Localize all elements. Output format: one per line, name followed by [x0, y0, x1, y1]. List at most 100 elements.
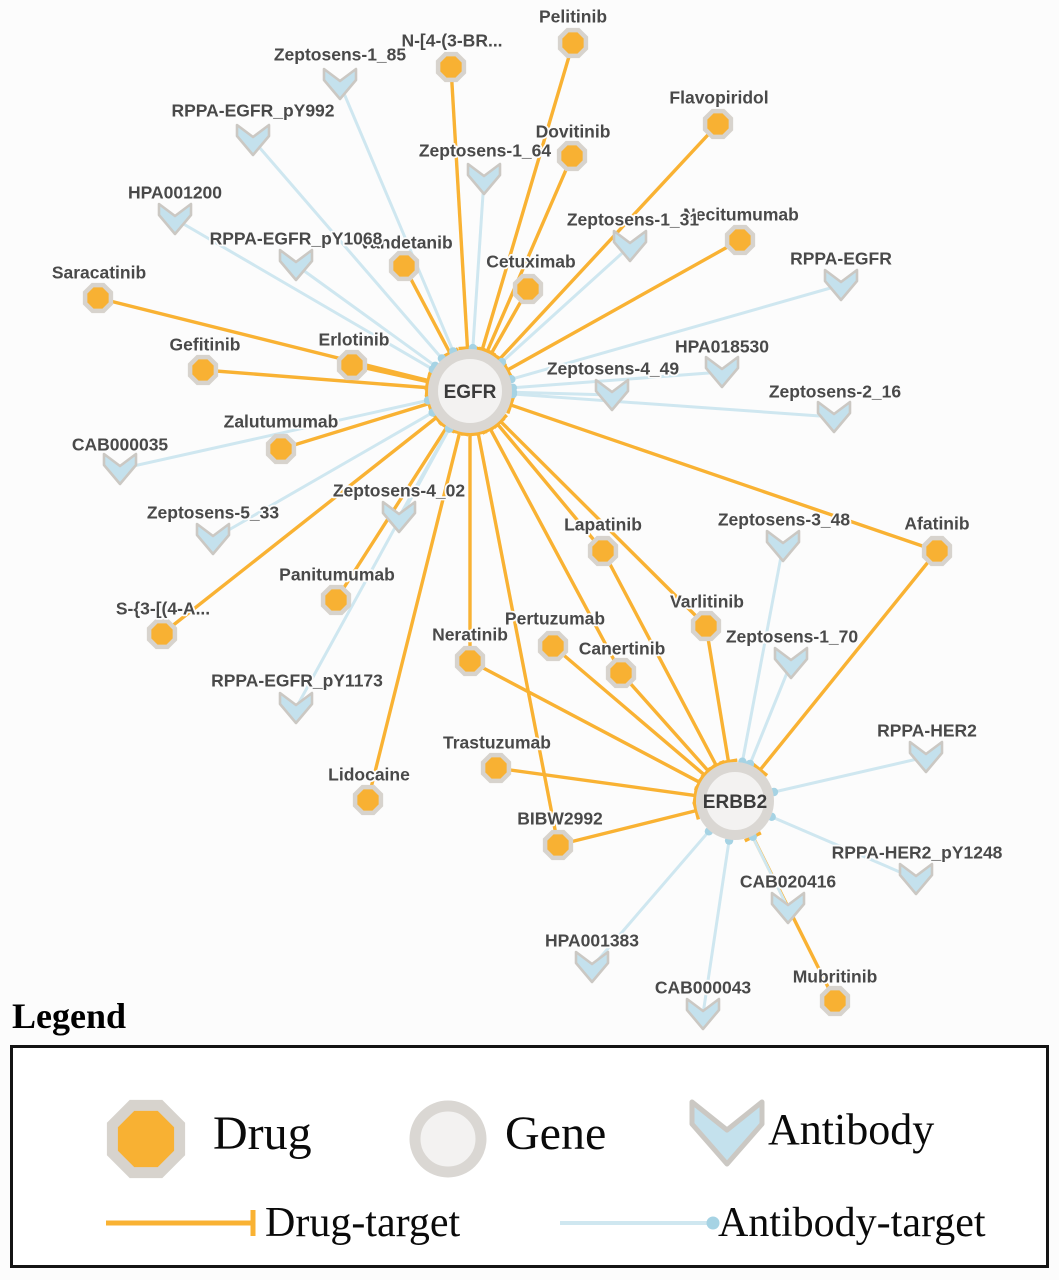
- drug-target-edge: [495, 766, 696, 798]
- antibody-node-Zeptosens-4_02[interactable]: [381, 500, 417, 534]
- antibody-node-Zeptosens-3_48[interactable]: [765, 529, 801, 563]
- drug-node-Cetuximab[interactable]: [512, 273, 544, 305]
- antibody-node-Zeptosens-1_64[interactable]: [466, 162, 502, 196]
- legend-box: Drug Gene Antibody Drug-target Antibody-…: [10, 1045, 1049, 1268]
- antibody-node-RPPA-EGFR[interactable]: [823, 268, 859, 302]
- antibody-label-RPPA-EGFR_pY992: RPPA-EGFR_pY992: [171, 100, 334, 120]
- legend-antibody-target-label: Antibody-target: [718, 1200, 986, 1246]
- antibody-target-edge: [251, 139, 444, 360]
- drug-node-Trastuzumab[interactable]: [480, 752, 512, 784]
- drug-label-Neratinib: Neratinib: [432, 624, 508, 644]
- drug-target-edge: [280, 401, 430, 451]
- drug-node-Canertinib[interactable]: [605, 657, 637, 689]
- antibody-node-RPPA-EGFR_pY1173[interactable]: [278, 691, 314, 725]
- antibody-label-RPPA-EGFR: RPPA-EGFR: [790, 248, 892, 268]
- drug-node-Afatinib[interactable]: [921, 535, 953, 567]
- drug-target-edge: [366, 432, 462, 801]
- drug-node-Gefitinib[interactable]: [187, 354, 219, 386]
- drug-label-Pelitinib: Pelitinib: [539, 6, 607, 26]
- gene-legend-icon: [409, 1100, 487, 1178]
- antibody-node-Zeptosens-1_85[interactable]: [322, 67, 358, 101]
- antibody-target-edge: [512, 392, 835, 419]
- drug-node-Vandetanib[interactable]: [388, 250, 420, 282]
- drug-node-Saracatinib[interactable]: [82, 282, 114, 314]
- drug-label-S-{3-[(4-A...: S-{3-[(4-A...: [116, 598, 210, 618]
- drug-node-Necitumumab[interactable]: [724, 224, 756, 256]
- antibody-node-CAB020416[interactable]: [770, 891, 806, 925]
- edge-layer: [97, 42, 939, 1015]
- drug-target-edge: [160, 416, 438, 636]
- drug-node-Neratinib[interactable]: [454, 645, 486, 677]
- drug-target-edge: [510, 403, 938, 553]
- drug-label-Saracatinib: Saracatinib: [52, 262, 146, 282]
- drug-label-Mubritinib: Mubritinib: [793, 966, 878, 986]
- drug-target-edge: [202, 368, 428, 390]
- gene-label-EGFR: EGFR: [444, 382, 497, 403]
- antibody-target-edge: [294, 427, 451, 709]
- drug-label-Panitumumab: Panitumumab: [279, 564, 395, 584]
- antibody-label-CAB000043: CAB000043: [655, 977, 752, 997]
- antibody-node-Zeptosens-2_16[interactable]: [816, 400, 852, 434]
- drug-label-Zalutumumab: Zalutumumab: [224, 411, 339, 431]
- drug-node-Lidocaine[interactable]: [352, 784, 384, 816]
- drug-label-Cetuximab: Cetuximab: [486, 251, 575, 271]
- drug-node-N-[4-(3-BR...[interactable]: [435, 51, 467, 83]
- drug-node-Erlotinib[interactable]: [336, 349, 368, 381]
- antibody-label-Zeptosens-3_48: Zeptosens-3_48: [718, 509, 851, 529]
- drug-target-edge: [485, 155, 574, 353]
- antibody-node-RPPA-HER2[interactable]: [908, 740, 944, 774]
- antibody-node-HPA001383[interactable]: [574, 950, 610, 984]
- antibody-target-edge: [590, 830, 711, 968]
- drug-target-edge-tee: [450, 428, 469, 437]
- drug-label-Dovitinib: Dovitinib: [536, 121, 611, 141]
- antibody-node-CAB000035[interactable]: [102, 452, 138, 486]
- drug-node-Varlitinib[interactable]: [690, 610, 722, 642]
- drug-label-Vandetanib: Vandetanib: [359, 232, 452, 252]
- legend-drug-label: Drug: [213, 1107, 312, 1160]
- antibody-node-Zeptosens-1_70[interactable]: [773, 646, 809, 680]
- antibody-target-edge: [512, 390, 613, 397]
- drug-target-edge: [551, 644, 706, 777]
- antibody-target-edge: [471, 178, 486, 349]
- drug-target-edge: [499, 420, 708, 628]
- drug-node-Dovitinib[interactable]: [556, 140, 588, 172]
- antibody-label-Zeptosens-1_85: Zeptosens-1_85: [274, 44, 407, 64]
- antibody-node-RPPA-EGFR_pY992[interactable]: [235, 123, 271, 157]
- drug-node-Mubritinib[interactable]: [819, 985, 851, 1017]
- antibody-node-RPPA-HER2_pY1248[interactable]: [898, 862, 934, 896]
- antibody-node-Zeptosens-4_49[interactable]: [594, 378, 630, 412]
- drug-node-Pelitinib[interactable]: [557, 27, 589, 59]
- antibody-label-Zeptosens-1_70: Zeptosens-1_70: [726, 626, 859, 646]
- antibody-node-HPA018530[interactable]: [704, 355, 740, 389]
- gene-node-ERBB2[interactable]: [696, 762, 774, 840]
- drug-node-S-{3-[(4-A...[interactable]: [146, 618, 178, 650]
- drug-label-BIBW2992: BIBW2992: [517, 808, 603, 828]
- drug-label-Canertinib: Canertinib: [579, 638, 666, 658]
- drug-label-Gefitinib: Gefitinib: [170, 334, 241, 354]
- antibody-node-Zeptosens-1_31[interactable]: [612, 229, 648, 263]
- antibody-node-HPA001200[interactable]: [157, 202, 193, 236]
- drug-target-edge-tee: [692, 786, 699, 805]
- drug-target-edge: [488, 428, 623, 674]
- antibody-node-RPPA-EGFR_pY1068[interactable]: [278, 248, 314, 282]
- drug-node-BIBW2992[interactable]: [542, 829, 574, 861]
- drug-node-Flavopiridol[interactable]: [702, 108, 734, 140]
- antibody-target-edge: [174, 217, 434, 371]
- drug-label-Lapatinib: Lapatinib: [564, 514, 642, 534]
- antibody-label-RPPA-HER2_pY1248: RPPA-HER2_pY1248: [832, 842, 1003, 862]
- drug-node-Zalutumumab[interactable]: [265, 433, 297, 465]
- antibody-label-RPPA-EGFR_pY1068: RPPA-EGFR_pY1068: [210, 228, 383, 248]
- drug-node-Panitumumab[interactable]: [320, 584, 352, 616]
- drug-node-Pertuzumab[interactable]: [537, 630, 569, 662]
- antibody-target-edge: [500, 244, 632, 364]
- antibody-node-Zeptosens-5_33[interactable]: [195, 522, 231, 556]
- gene-node-EGFR[interactable]: [428, 349, 512, 433]
- legend-antibody-label: Antibody: [768, 1105, 935, 1154]
- antibody-label-Zeptosens-1_64: Zeptosens-1_64: [419, 140, 552, 160]
- antibody-label-RPPA-HER2: RPPA-HER2: [877, 720, 977, 740]
- antibody-target-edge: [751, 836, 790, 909]
- antibody-node-CAB000043[interactable]: [685, 997, 721, 1031]
- drug-node-Lapatinib[interactable]: [587, 535, 619, 567]
